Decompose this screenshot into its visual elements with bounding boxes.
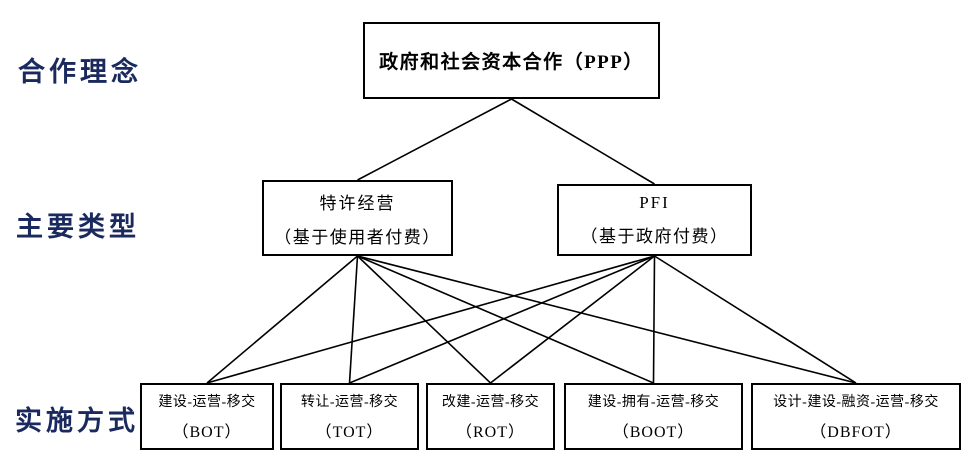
node-franchise: 特许经营 （基于使用者付费）: [262, 180, 453, 256]
node-pfi-subtitle: （基于政府付费）: [580, 227, 729, 246]
node-franchise-title: 特许经营: [319, 193, 396, 213]
node-bot: 建设-运营-移交 （BOT）: [140, 383, 274, 450]
node-bot-abbr: （BOT）: [172, 424, 242, 441]
node-ppp-root: 政府和社会资本合作（PPP）: [363, 22, 660, 99]
node-boot: 建设-拥有-运营-移交 （BOOT）: [564, 383, 743, 450]
node-boot-title: 建设-拥有-运营-移交: [587, 395, 720, 410]
node-rot-title: 改建-运营-移交: [441, 395, 540, 410]
node-ppp-root-label: 政府和社会资本合作（PPP）: [379, 52, 644, 73]
node-bot-title: 建设-运营-移交: [158, 395, 256, 410]
node-dbfot: 设计-建设-融资-运营-移交 （DBFOT）: [751, 383, 961, 450]
row-label-cooperation-concept: 合作理念: [18, 57, 142, 87]
node-tot-title: 转让-运营-移交: [300, 395, 399, 410]
row-label-implementation-methods: 实施方式: [15, 406, 139, 436]
node-franchise-subtitle: （基于使用者付费）: [274, 227, 441, 247]
node-pfi-title: PFI: [639, 193, 670, 212]
row-label-main-types: 主要类型: [16, 212, 140, 242]
node-dbfot-abbr: （DBFOT）: [810, 424, 902, 441]
node-tot-abbr: （TOT）: [315, 424, 384, 441]
node-rot: 改建-运营-移交 （ROT）: [426, 383, 555, 450]
node-boot-abbr: （BOOT）: [612, 424, 695, 441]
node-dbfot-title: 设计-建设-融资-运营-移交: [773, 395, 939, 410]
node-tot: 转让-运营-移交 （TOT）: [280, 383, 419, 450]
node-rot-abbr: （ROT）: [455, 424, 525, 441]
node-pfi: PFI （基于政府付费）: [557, 184, 752, 256]
